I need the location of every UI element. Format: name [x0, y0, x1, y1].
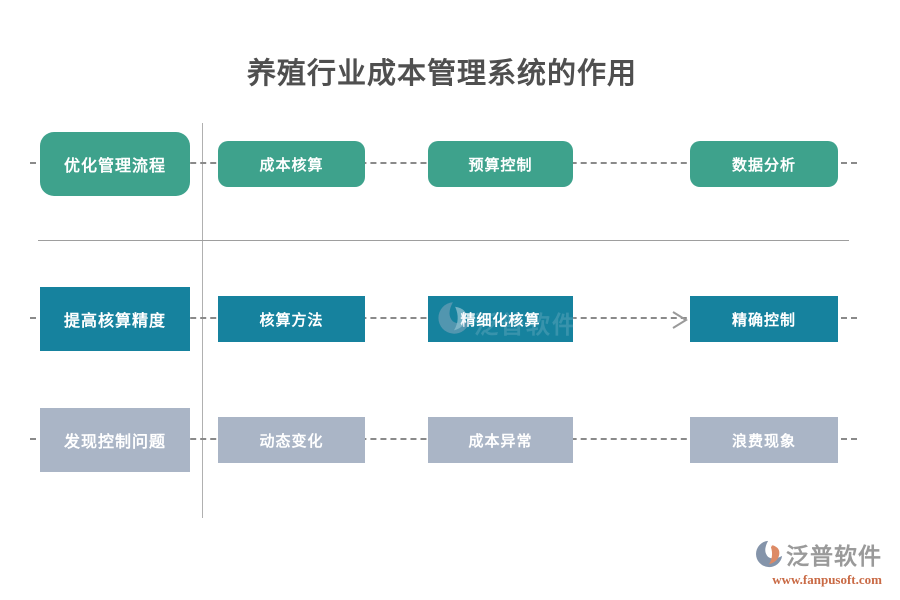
node-header-precision: 提高核算精度	[40, 287, 190, 351]
node-cost-anomaly: 成本异常	[428, 417, 573, 463]
watermark-brand: 泛普软件	[786, 543, 882, 569]
node-budget-control: 预算控制	[428, 141, 573, 187]
watermark: 泛普软件 www.fanpusoft.com	[754, 537, 882, 588]
vertical-divider	[202, 123, 203, 518]
right-arrow-icon	[574, 311, 688, 329]
watermark-logo-faint-icon	[438, 302, 470, 334]
horizontal-divider	[38, 240, 849, 241]
watermark-logo-icon	[756, 540, 783, 568]
node-header-problem: 发现控制问题	[40, 408, 190, 472]
node-cost-accounting: 成本核算	[218, 141, 365, 187]
node-precise-control: 精确控制	[690, 296, 838, 342]
node-refined-accounting: 精细化核算	[428, 296, 573, 342]
node-dynamic-change: 动态变化	[218, 417, 365, 463]
node-header-optimize: 优化管理流程	[40, 132, 190, 196]
node-waste-phenomenon: 浪费现象	[690, 417, 838, 463]
watermark-url: www.fanpusoft.com	[772, 572, 882, 587]
node-data-analysis: 数据分析	[690, 141, 838, 187]
page-title: 养殖行业成本管理系统的作用	[246, 58, 637, 90]
node-accounting-method: 核算方法	[218, 296, 365, 342]
